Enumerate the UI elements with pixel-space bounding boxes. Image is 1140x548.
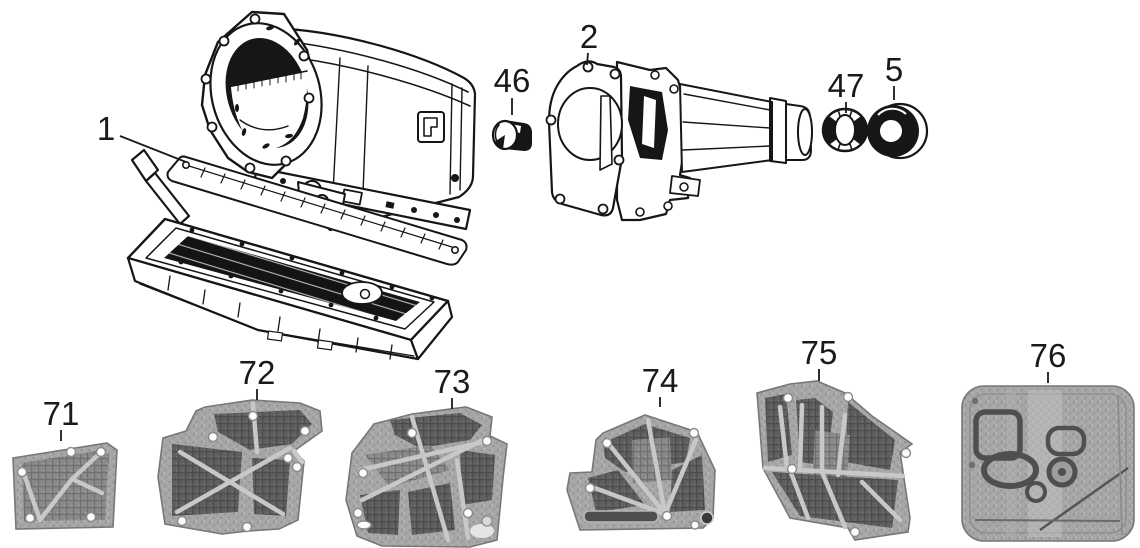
extension-housing-collar — [769, 97, 787, 164]
filter-screen-72-illustration — [157, 399, 323, 535]
filter-screen-73-illustration — [345, 406, 508, 548]
filter-screen-71-illustration — [12, 442, 118, 530]
callout-2[interactable]: 2 — [580, 18, 598, 66]
callout-46-label[interactable]: 46 — [494, 62, 531, 99]
callout-75-label[interactable]: 75 — [801, 334, 838, 371]
bell-housing-illustration — [200, 10, 323, 180]
callout-74-label[interactable]: 74 — [642, 362, 679, 399]
extension-housing-illustration — [615, 60, 813, 222]
pan-gasket-illustration — [166, 155, 468, 266]
callout-47-label[interactable]: 47 — [828, 67, 865, 104]
dipstick-handle — [130, 148, 160, 183]
extension-gasket-bore — [557, 87, 623, 161]
callout-71[interactable]: 71 — [43, 395, 80, 441]
callout-2-label[interactable]: 2 — [580, 18, 598, 55]
callout-1-leader — [119, 135, 187, 163]
filter-screen-76-illustration — [961, 385, 1135, 542]
callout-73-label[interactable]: 73 — [434, 363, 471, 400]
callout-76[interactable]: 76 — [1030, 337, 1067, 383]
filter-screen-74-illustration — [566, 414, 716, 531]
callout-76-label[interactable]: 76 — [1030, 337, 1067, 374]
oil-pan-illustration — [126, 148, 454, 361]
filter-screen-75-illustration — [756, 380, 914, 541]
callout-75[interactable]: 75 — [801, 334, 838, 381]
callout-74[interactable]: 74 — [642, 362, 679, 407]
callout-2-leader — [586, 52, 589, 66]
seal-illustration — [867, 102, 929, 160]
callout-5-label[interactable]: 5 — [885, 51, 903, 88]
plug-bushing-illustration — [491, 119, 532, 152]
callout-1[interactable]: 1 — [97, 110, 187, 163]
callout-46[interactable]: 46 — [494, 62, 531, 115]
callout-5[interactable]: 5 — [885, 51, 903, 100]
callout-47[interactable]: 47 — [828, 67, 865, 113]
callout-1-label[interactable]: 1 — [97, 110, 115, 147]
callout-72[interactable]: 72 — [239, 354, 276, 400]
transmission-case-illustration — [250, 26, 477, 232]
callout-72-label[interactable]: 72 — [239, 354, 276, 391]
callout-73[interactable]: 73 — [434, 363, 471, 409]
extension-gasket-illustration — [545, 60, 625, 217]
callout-71-label[interactable]: 71 — [43, 395, 80, 432]
bushing-illustration — [821, 107, 869, 153]
